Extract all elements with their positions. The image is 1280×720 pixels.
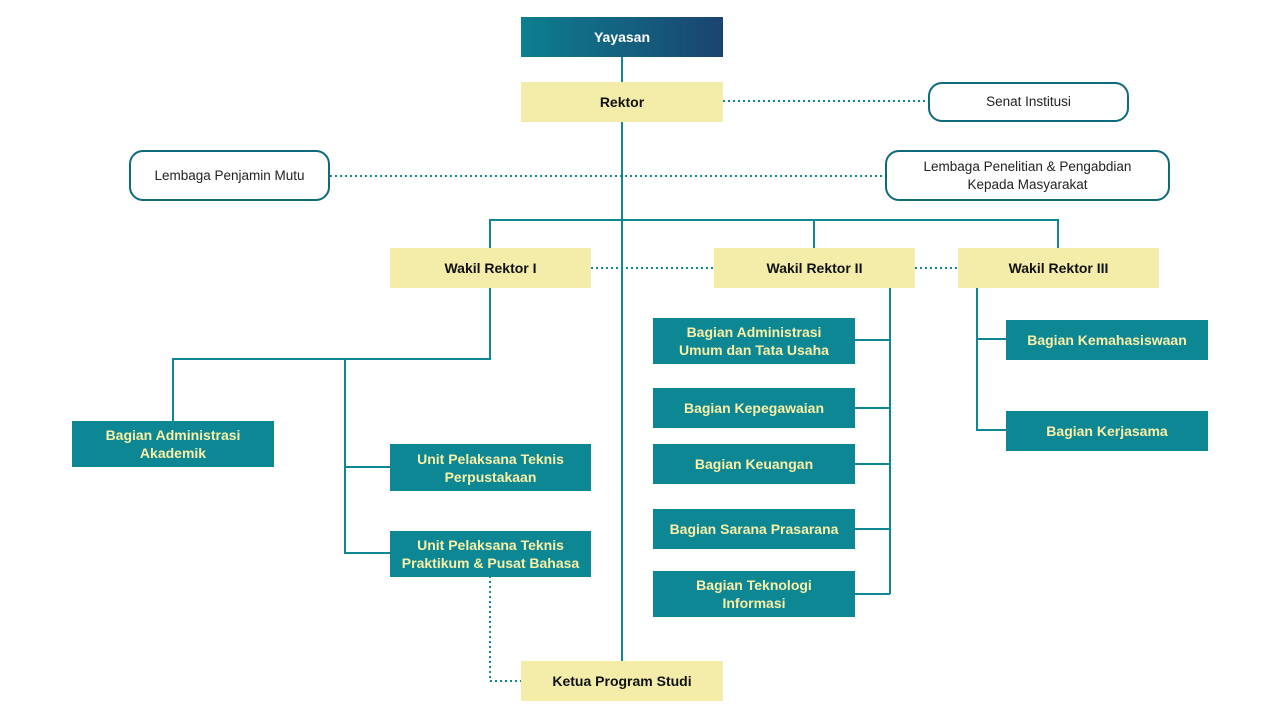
node-upt-perpustakaan: Unit Pelaksana Teknis Perpustakaan (390, 444, 591, 491)
node-lembaga-penelitian: Lembaga Penelitian & Pengabdian Kepada M… (885, 150, 1170, 201)
node-wakil-rektor-3: Wakil Rektor III (958, 248, 1159, 288)
node-senat-institusi: Senat Institusi (928, 82, 1129, 122)
node-upt-prak-label: Unit Pelaksana Teknis Praktikum & Pusat … (401, 537, 580, 571)
node-bagian-teknologi-informasi: Bagian Teknologi Informasi (653, 571, 855, 617)
node-wr1-label: Wakil Rektor I (444, 260, 537, 276)
connector-wr-branch (489, 219, 1059, 248)
node-lpm-label: Lembaga Penjamin Mutu (154, 167, 305, 183)
node-bagian-kerjasama: Bagian Kerjasama (1006, 411, 1208, 451)
node-keu-label: Bagian Keuangan (694, 456, 814, 472)
node-ti-label: Bagian Teknologi Informasi (696, 577, 812, 611)
node-bagian-sarana-prasarana: Bagian Sarana Prasarana (653, 509, 855, 549)
node-kepeg-label: Bagian Kepegawaian (683, 400, 825, 416)
node-wr3-label: Wakil Rektor III (1008, 260, 1109, 276)
node-kemhs-label: Bagian Kemahasiswaan (1027, 332, 1187, 348)
node-senat-label: Senat Institusi (986, 94, 1071, 109)
node-yayasan: Yayasan (521, 17, 723, 57)
node-upt-praktikum: Unit Pelaksana Teknis Praktikum & Pusat … (390, 531, 591, 577)
node-upt-perpus-label: Unit Pelaksana Teknis Perpustakaan (417, 450, 564, 485)
node-bagian-kemahasiswaan: Bagian Kemahasiswaan (1006, 320, 1208, 360)
node-lppm-label: Lembaga Penelitian & Pengabdian Kepada M… (923, 158, 1132, 192)
connector-wr1-units (344, 359, 390, 554)
node-rektor-label: Rektor (599, 94, 645, 110)
node-bagian-administrasi-umum: Bagian Administrasi Umum dan Tata Usaha (653, 318, 855, 364)
node-kerjasama-label: Bagian Kerjasama (1046, 423, 1168, 439)
node-ketua-program-studi: Ketua Program Studi (521, 661, 723, 701)
node-wakil-rektor-2: Wakil Rektor II (714, 248, 915, 288)
node-bagian-kepegawaian: Bagian Kepegawaian (653, 388, 855, 428)
node-bagian-keuangan: Bagian Keuangan (653, 444, 855, 484)
connector-wr3-spine (976, 288, 1006, 431)
node-baak-label: Bagian Administrasi Akademik (105, 427, 241, 461)
node-yayasan-label: Yayasan (593, 29, 651, 45)
node-wr2-label: Wakil Rektor II (766, 260, 863, 276)
node-kaprodi-label: Ketua Program Studi (552, 673, 692, 689)
node-bagian-administrasi-akademik: Bagian Administrasi Akademik (72, 421, 274, 467)
dotted-upt-kaprodi (489, 576, 522, 682)
node-rektor: Rektor (521, 82, 723, 122)
node-wakil-rektor-1: Wakil Rektor I (390, 248, 591, 288)
node-baut-label: Bagian Administrasi Umum dan Tata Usaha (679, 324, 829, 358)
node-sarpras-label: Bagian Sarana Prasarana (669, 521, 839, 537)
node-lembaga-penjamin-mutu: Lembaga Penjamin Mutu (129, 150, 330, 201)
connector-wr1-down (172, 288, 491, 421)
